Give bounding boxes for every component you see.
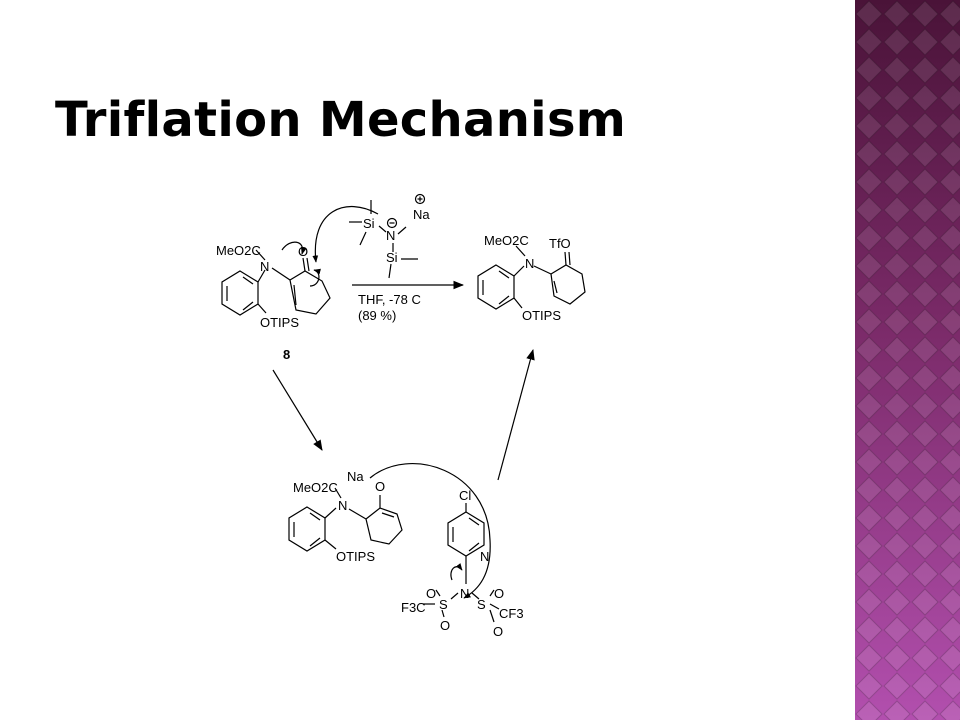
enolate-ester-label: MeO2C bbox=[293, 480, 338, 495]
arrow-to-product bbox=[497, 348, 535, 481]
compound-number: 8 bbox=[283, 347, 290, 362]
comins-o-topright-label: O bbox=[494, 586, 504, 601]
base-cation-label: Na bbox=[413, 207, 430, 222]
sm-nitrogen-label: N bbox=[260, 259, 269, 274]
sm-otips-label: OTIPS bbox=[260, 315, 299, 330]
base-si1-label: Si bbox=[363, 216, 375, 231]
comins-o-bottomleft-label: O bbox=[440, 618, 450, 633]
comins-o-bottomright-label: O bbox=[493, 624, 503, 639]
product-nitrogen-label: N bbox=[525, 256, 534, 271]
enolate-intermediate bbox=[288, 463, 491, 599]
sm-carbonyl-label: O bbox=[298, 244, 308, 259]
reaction-scheme: MeO2C N O OTIPS 8 Na Si N Si THF, -78 C … bbox=[216, 193, 586, 639]
enolate-nitrogen-label: N bbox=[338, 498, 347, 513]
comins-cf3-label: CF3 bbox=[499, 606, 524, 621]
product-ester-label: MeO2C bbox=[484, 233, 529, 248]
comins-cl-label: Cl bbox=[459, 488, 471, 503]
starting-material bbox=[221, 241, 331, 316]
sm-ester-label: MeO2C bbox=[216, 243, 261, 258]
enolate-oxygen-label: O bbox=[375, 479, 385, 494]
page-title: Triflation Mechanism bbox=[55, 92, 627, 148]
comins-f3c-label: F3C bbox=[401, 600, 426, 615]
product-tfo-label: TfO bbox=[549, 236, 571, 251]
product bbox=[477, 245, 586, 310]
conditions-line2: (89 %) bbox=[358, 308, 396, 323]
comins-n-label: N bbox=[460, 586, 469, 601]
base-hmds bbox=[312, 193, 426, 279]
comins-s-left-label: S bbox=[439, 597, 448, 612]
comins-ring-n-label: N bbox=[480, 549, 489, 564]
decorative-side-band bbox=[855, 0, 960, 720]
arrow-to-enolate bbox=[272, 369, 323, 451]
comins-o-topleft-label: O bbox=[426, 586, 436, 601]
enolate-otips-label: OTIPS bbox=[336, 549, 375, 564]
base-n-label: N bbox=[386, 228, 395, 243]
base-si2-label: Si bbox=[386, 250, 398, 265]
diamond-pattern bbox=[855, 0, 960, 720]
product-otips-label: OTIPS bbox=[522, 308, 561, 323]
conditions-line1: THF, -78 C bbox=[358, 292, 421, 307]
comins-reagent bbox=[423, 503, 500, 623]
enolate-cation-label: Na bbox=[347, 469, 364, 484]
comins-s-right-label: S bbox=[477, 597, 486, 612]
